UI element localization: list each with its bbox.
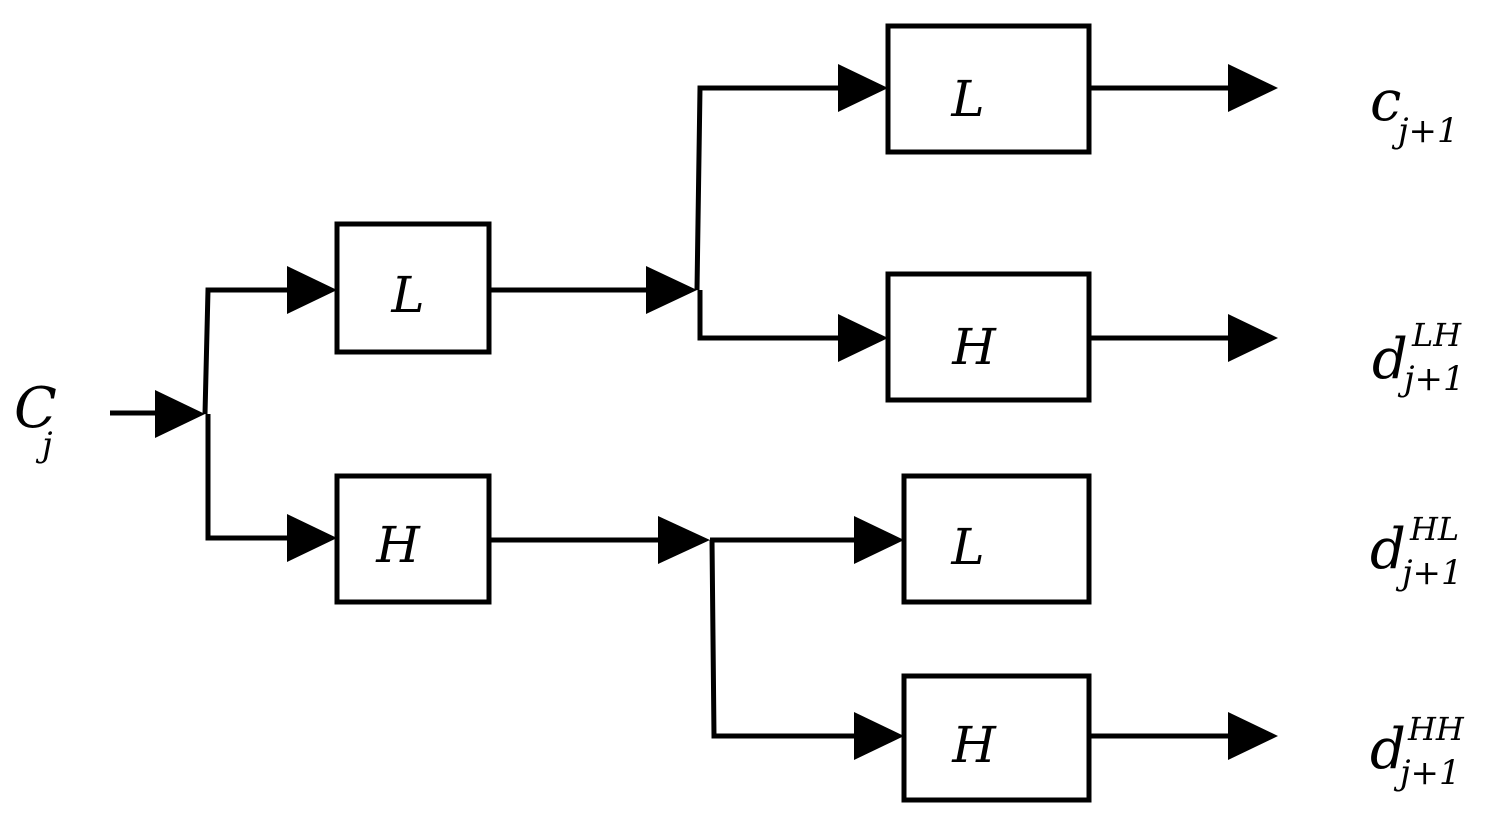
output-hl-superscript: HL bbox=[1409, 510, 1459, 548]
arrowhead-to-lh-filter bbox=[838, 314, 888, 362]
input-main-symbol: C bbox=[14, 376, 57, 441]
stage1-high-filter-label: H bbox=[375, 516, 421, 574]
stage1-low-filter-label: L bbox=[390, 266, 424, 324]
stage2-ll-filter-box bbox=[885, 23, 1092, 155]
split-wire-lower bbox=[205, 414, 290, 541]
ll-output-arrowhead bbox=[1228, 64, 1278, 112]
split-wire-low-lower bbox=[697, 290, 842, 341]
output-hh-main: d bbox=[1370, 717, 1406, 782]
stage2-hl-filter-label: L bbox=[950, 518, 984, 576]
stage1-high-output-arrowhead bbox=[658, 516, 710, 564]
arrowhead-to-hl-filter bbox=[854, 516, 904, 564]
output-label-lh: d LH j+1 bbox=[1372, 316, 1465, 399]
arrowhead-to-stage1-high bbox=[287, 514, 337, 562]
split-wire-high-lower bbox=[709, 539, 858, 739]
stage2-hh-filter-label: H bbox=[951, 716, 997, 774]
output-hl-main: d bbox=[1370, 517, 1406, 582]
output-label-hl: d HL j+1 bbox=[1370, 510, 1463, 593]
lh-output-arrowhead bbox=[1228, 314, 1278, 362]
output-lh-superscript: LH bbox=[1411, 316, 1462, 354]
input-arrowhead bbox=[155, 390, 205, 438]
output-hh-superscript: HH bbox=[1407, 710, 1465, 748]
output-ll-subscript: j+1 bbox=[1391, 111, 1459, 151]
input-signal-label: C j bbox=[14, 376, 57, 465]
output-hh-subscript: j+1 bbox=[1393, 753, 1461, 793]
output-label-ll: c j+1 bbox=[1370, 69, 1459, 151]
stage2-lh-filter-label: H bbox=[951, 318, 997, 376]
split-wire-upper bbox=[202, 287, 290, 415]
output-label-hh: d HH j+1 bbox=[1370, 710, 1465, 793]
hh-output-arrowhead bbox=[1228, 712, 1278, 760]
stage1-low-filter-box bbox=[334, 221, 492, 355]
split-wire-low-upper bbox=[694, 85, 842, 291]
output-hl-subscript: j+1 bbox=[1395, 553, 1463, 593]
stage2-hh-filter-box bbox=[901, 673, 1092, 803]
arrowhead-to-hh-filter bbox=[854, 712, 904, 760]
output-lh-main: d bbox=[1372, 327, 1408, 392]
stage2-lh-filter-box bbox=[885, 271, 1092, 403]
stage1-low-output-arrowhead bbox=[646, 266, 697, 314]
stage2-hl-filter-box bbox=[901, 473, 1092, 605]
stage2-ll-filter-label: L bbox=[950, 70, 984, 128]
arrowhead-to-ll-filter bbox=[838, 64, 888, 112]
output-ll-main: c bbox=[1370, 69, 1401, 134]
output-lh-subscript: j+1 bbox=[1397, 359, 1465, 399]
arrowhead-to-stage1-low bbox=[287, 266, 337, 314]
